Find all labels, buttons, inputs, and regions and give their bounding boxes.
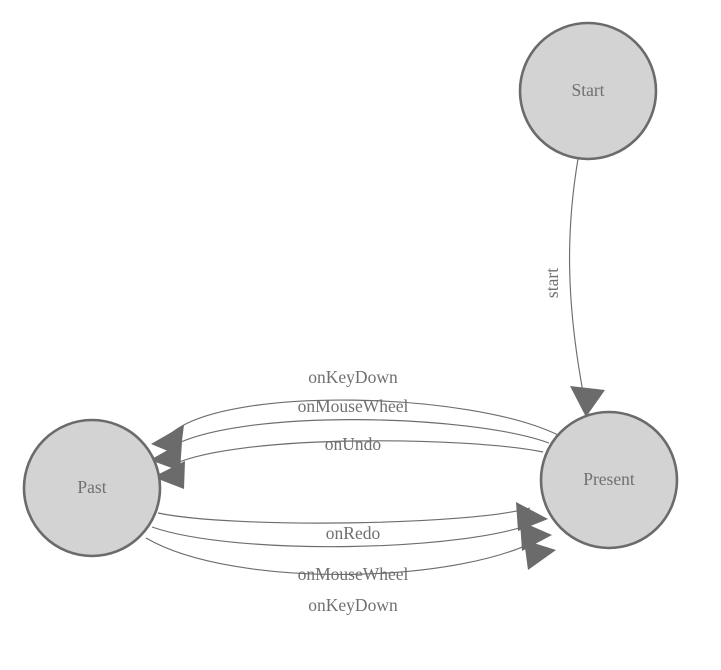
edge-start-arrowhead: [570, 386, 605, 417]
edge-onundo[interactable]: onUndo: [153, 434, 544, 489]
edge-onredo[interactable]: onRedo: [157, 502, 548, 543]
node-start-label: Start: [571, 80, 604, 100]
edge-onkeydown-upper-path: [172, 399, 559, 436]
node-present-circle: [539, 410, 679, 550]
edge-onkeydown-upper[interactable]: onKeyDown: [151, 367, 559, 456]
edge-onmousewheel-upper-path: [168, 419, 550, 449]
edge-start-label: start: [542, 268, 562, 298]
edge-onredo-label: onRedo: [326, 523, 381, 543]
edge-onundo-arrowhead: [153, 461, 185, 489]
edge-start[interactable]: start: [542, 158, 605, 417]
node-start-circle: [518, 21, 658, 161]
edge-onundo-label: onUndo: [325, 434, 382, 454]
node-start[interactable]: Start: [518, 21, 658, 161]
edge-onmousewheel-upper-label: onMouseWheel: [298, 396, 409, 416]
node-past-circle: [22, 418, 162, 558]
node-past[interactable]: Past: [22, 418, 162, 558]
edge-onkeydown-upper-label: onKeyDown: [308, 367, 398, 387]
node-past-label: Past: [77, 477, 106, 497]
edge-onkeydown-lower-path: [145, 534, 547, 576]
node-present-label: Present: [583, 469, 635, 489]
node-present[interactable]: Present: [539, 410, 679, 550]
edge-onkeydown-lower-arrowhead: [524, 540, 556, 570]
edge-start-path: [568, 158, 584, 393]
edge-onredo-path: [157, 507, 531, 524]
edge-onundo-path: [169, 440, 544, 467]
edge-onkeydown-lower[interactable]: onKeyDown: [145, 534, 556, 615]
edge-onkeydown-lower-label: onKeyDown: [308, 595, 398, 615]
edge-onmousewheel-lower-path: [151, 520, 540, 548]
